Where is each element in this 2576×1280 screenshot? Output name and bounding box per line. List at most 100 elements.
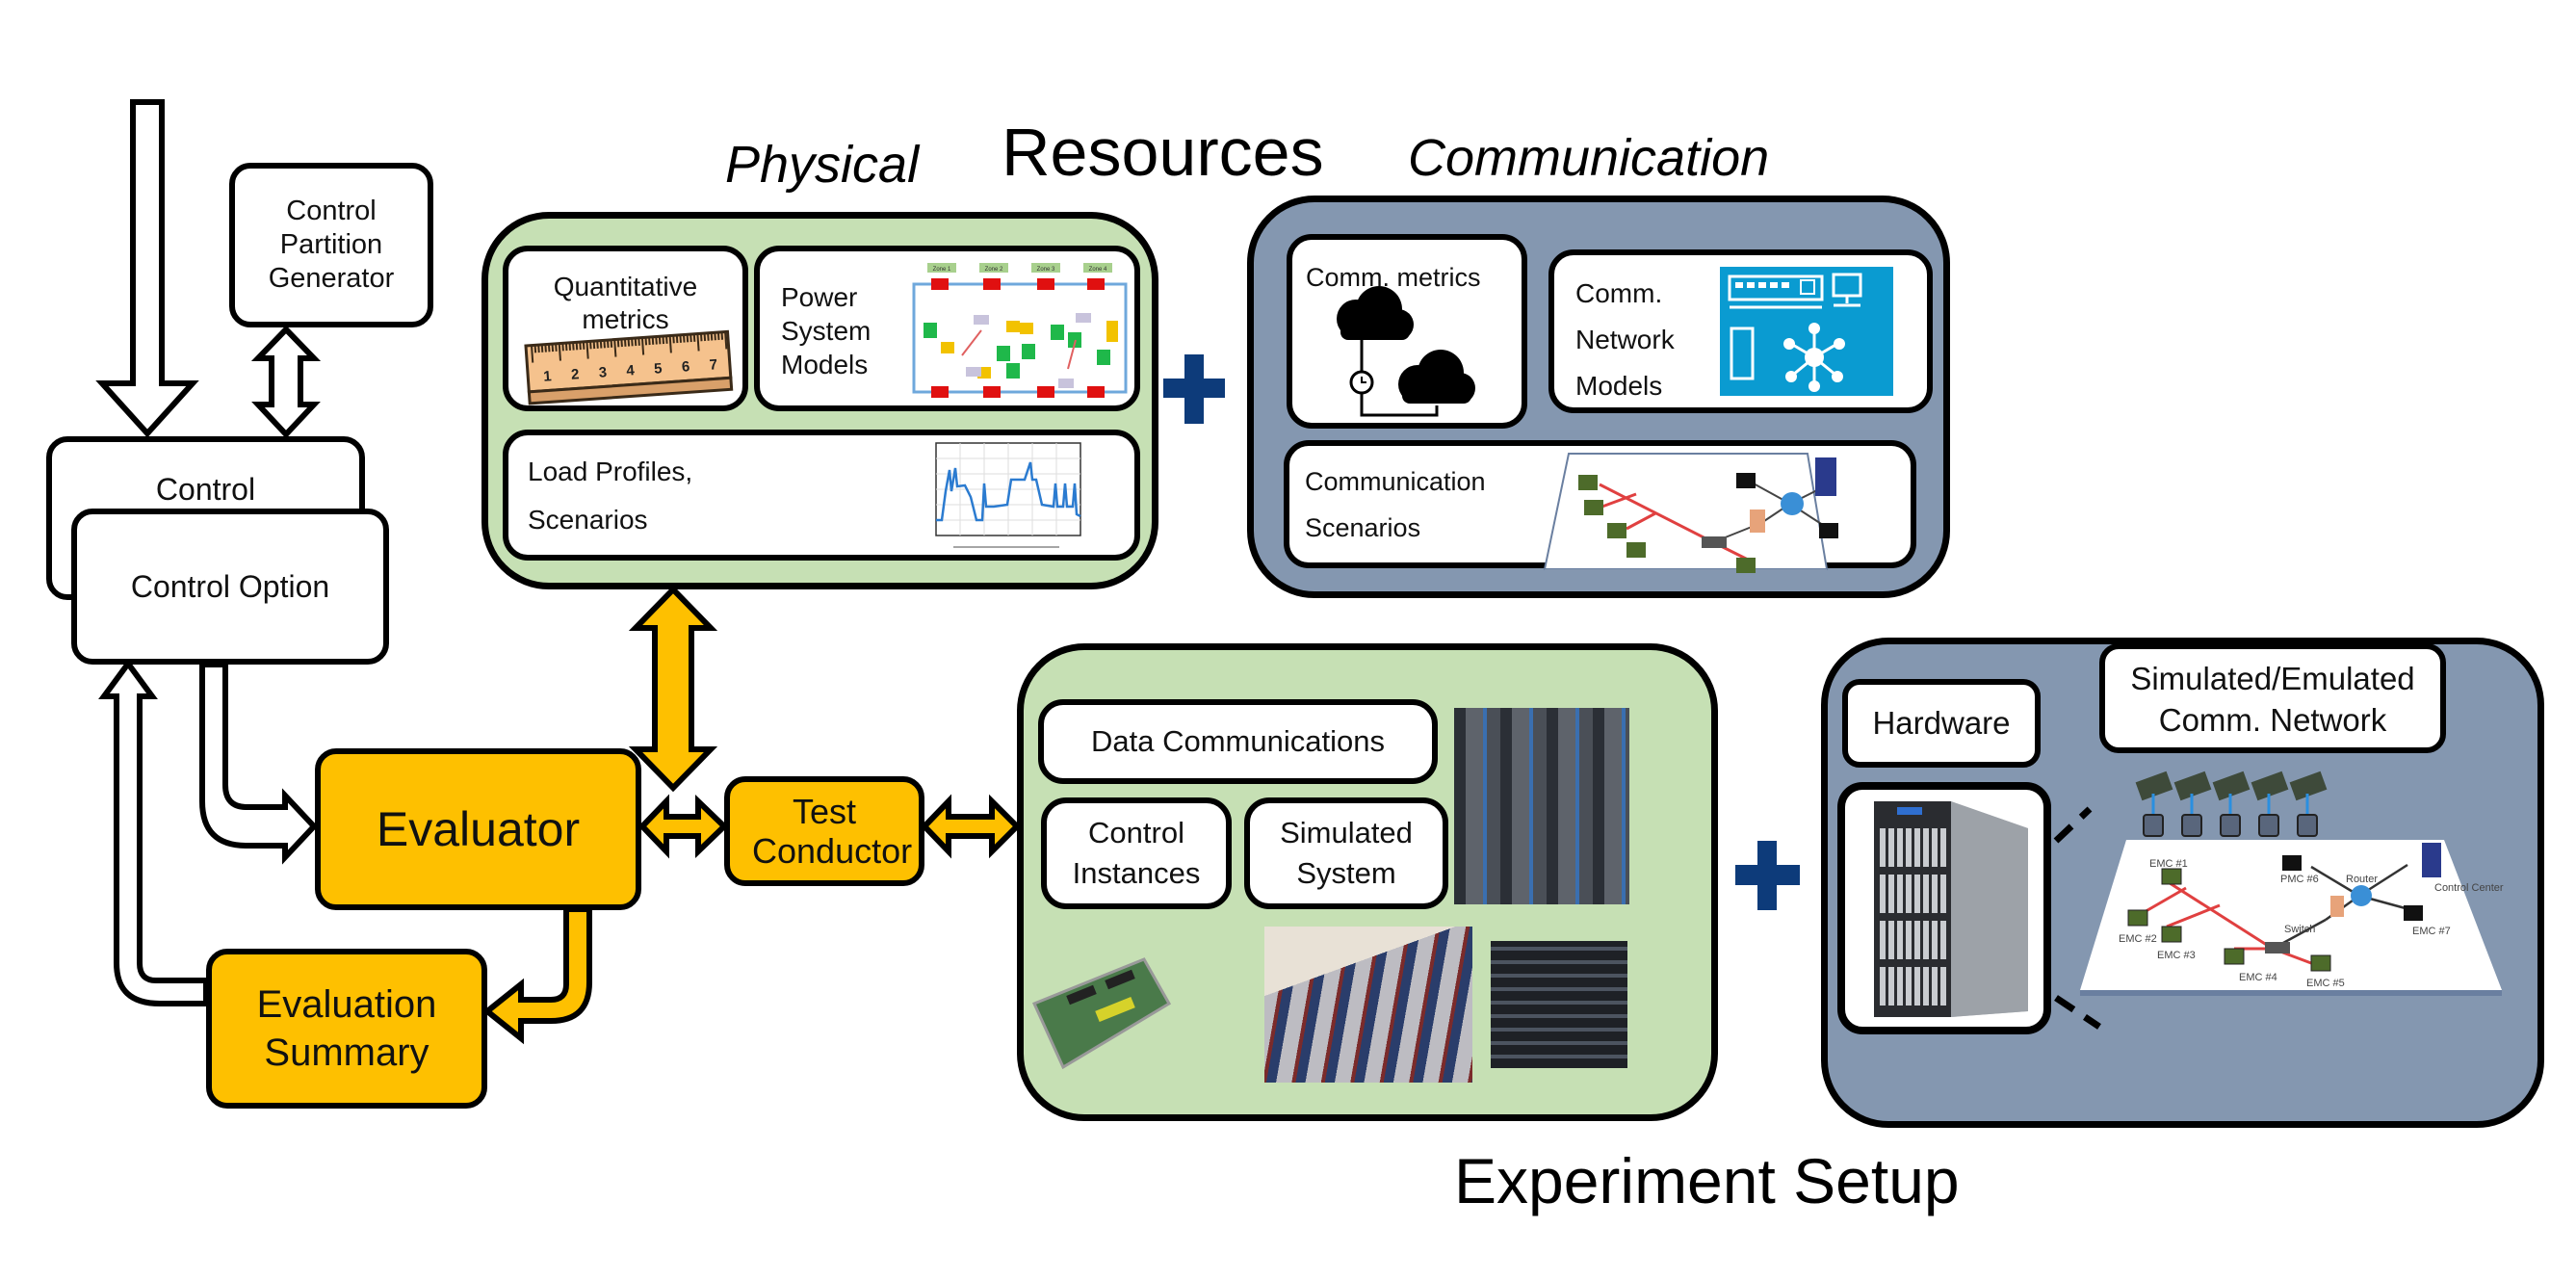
comm-scenarios-card[interactable]: Communication Scenarios — [1284, 440, 1916, 575]
drive-bay — [1880, 967, 1886, 1006]
control-partition-generator-label: Control Partition Generator — [268, 196, 395, 294]
control-option-box[interactable]: Control Option — [71, 509, 389, 665]
comm-network-models-label-line2: Network — [1575, 325, 1675, 354]
drive-bay — [1888, 921, 1894, 959]
ethernet-port-icon — [2297, 814, 2318, 837]
drive-bay — [1932, 967, 1938, 1006]
data-communications-card[interactable]: Data Communications — [1038, 699, 1438, 784]
ruler-number: 2 — [570, 366, 580, 383]
test-conductor-label: Test Conductor — [752, 791, 913, 871]
drive-bay — [1906, 875, 1912, 913]
hardware-server-card[interactable] — [1837, 782, 2051, 1034]
data-communications-label: Data Communications — [1091, 724, 1385, 758]
embedded-board — [2173, 771, 2212, 801]
drive-bay — [1932, 921, 1938, 959]
power-system-models-label: Power System Models — [781, 282, 872, 379]
drive-bay — [1880, 828, 1886, 867]
drive-bay — [1940, 875, 1946, 913]
drive-bay — [1923, 921, 1929, 959]
cloud-sync-icon — [1337, 286, 1475, 417]
control-label: Control — [155, 472, 256, 507]
sim-emulated-label-line1: Simulated/Emulated — [2130, 661, 2415, 696]
zone-label: Zone 2 — [985, 267, 1003, 273]
drive-bay — [1940, 828, 1946, 867]
drive-bay — [1914, 875, 1920, 913]
hardware-label: Hardware — [1872, 705, 2011, 741]
evaluator-label: Evaluator — [376, 802, 581, 856]
drive-bay — [1923, 967, 1929, 1006]
drive-bay — [1880, 921, 1886, 959]
comm-scenarios-label-line1: Communication — [1305, 467, 1486, 496]
control-option-label: Control Option — [130, 568, 330, 604]
drive-bay — [1897, 828, 1903, 867]
network-label-emc1: EMC #1 — [2149, 858, 2188, 870]
drive-bay — [1897, 921, 1903, 959]
ruler-number: 6 — [681, 358, 690, 376]
resources-double-arrow — [628, 585, 718, 793]
embedded-board — [2251, 771, 2289, 801]
drive-bay — [1932, 828, 1938, 867]
fpga-board-photo — [1028, 946, 1173, 1071]
evaluation-summary-label: Evaluation Summary — [256, 983, 437, 1074]
ethernet-port-icon — [2258, 814, 2279, 837]
rack-wiring-photo — [1454, 708, 1629, 904]
ruler-number: 3 — [598, 364, 608, 381]
partition-double-arrow — [250, 325, 322, 439]
drive-bay — [1923, 828, 1929, 867]
control-instances-label: Control Instances — [1072, 816, 1201, 890]
drive-bay — [1932, 875, 1938, 913]
load-profiles-label-line1: Load Profiles, — [528, 457, 693, 486]
network-label-emc3: EMC #3 — [2157, 950, 2196, 961]
network-label-emc2: EMC #2 — [2119, 933, 2157, 945]
zone-tag — [1031, 263, 1060, 273]
quantitative-metrics-label: Quantitative metrics — [553, 272, 698, 334]
input-down-arrow — [95, 99, 199, 438]
rack-overview-photo — [1264, 927, 1472, 1083]
drive-bay — [1897, 967, 1903, 1006]
sim-emulated-network-card[interactable]: Simulated/Emulated Comm. Network — [2099, 643, 2446, 753]
zone-label: Zone 4 — [1089, 267, 1107, 273]
ethernet-port-icon — [2181, 814, 2202, 837]
option-to-evaluator-arrow — [199, 662, 319, 865]
drive-bay — [1906, 921, 1912, 959]
ruler-number: 4 — [626, 362, 636, 379]
drive-bay — [1888, 967, 1894, 1006]
ruler-number: 1 — [543, 368, 553, 385]
control-instances-card[interactable]: Control Instances — [1041, 797, 1232, 909]
drive-bay — [1906, 967, 1912, 1006]
drive-bay — [1914, 967, 1920, 1006]
zone-tag — [927, 263, 956, 273]
drive-bay — [1914, 828, 1920, 867]
load-profiles-card[interactable]: Load Profiles, Scenarios — [503, 430, 1140, 561]
server-tower-icon — [1874, 801, 2028, 1017]
comm-network-models-card[interactable]: Comm. Network Models — [1548, 249, 1933, 413]
sim-emulated-label-line2: Comm. Network — [2158, 701, 2387, 738]
embedded-board — [2289, 771, 2328, 801]
ethernet-port-icon — [2220, 814, 2241, 837]
drive-bay — [1906, 828, 1912, 867]
evaluator-box[interactable]: Evaluator — [315, 748, 641, 910]
physical-heading: Physical — [725, 136, 920, 194]
network-models-icon — [1720, 267, 1893, 396]
comm-metrics-label: Comm. metrics — [1306, 263, 1481, 292]
hardware-label-card[interactable]: Hardware — [1842, 679, 2041, 768]
ethernet-port-icon — [2143, 814, 2164, 837]
simulated-system-card[interactable]: Simulated System — [1244, 797, 1448, 909]
drive-bay — [1888, 828, 1894, 867]
test-conductor-box[interactable]: Test Conductor — [724, 776, 924, 886]
drive-bay — [1940, 967, 1946, 1006]
control-partition-generator-box[interactable]: Control Partition Generator — [229, 163, 433, 327]
evaluation-summary-box[interactable]: Evaluation Summary — [206, 949, 487, 1109]
zone-tag — [979, 263, 1008, 273]
comm-metrics-card[interactable]: Comm. metrics — [1287, 234, 1527, 429]
communication-heading: Communication — [1408, 129, 1770, 187]
load-profiles-label-line2: Scenarios — [528, 505, 648, 535]
drive-bay — [1940, 921, 1946, 959]
ruler-number: 5 — [654, 360, 664, 378]
comm-network-models-label-line1: Comm. — [1575, 278, 1663, 308]
